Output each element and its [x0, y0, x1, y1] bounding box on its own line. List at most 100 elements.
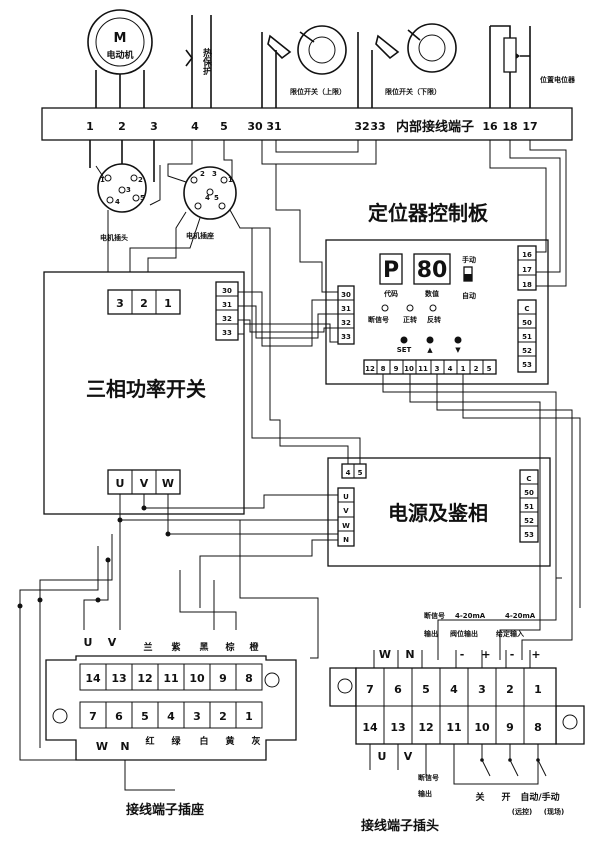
- controller-pin-53: 53: [522, 361, 532, 369]
- socket-label-w: W: [96, 740, 108, 753]
- controller-bottom-12: 12: [365, 365, 375, 373]
- terminal-5: 5: [220, 120, 228, 133]
- terminal-strip-label: 内部接线端子: [396, 119, 474, 135]
- value-label: 数值: [425, 289, 439, 298]
- plug-pin-6: 6: [394, 683, 402, 696]
- controller-bottom-2: 2: [474, 365, 479, 373]
- socket-pin-11: 11: [163, 672, 178, 685]
- plug-pin-12: 12: [418, 721, 433, 734]
- power-unit-pin-50: 50: [524, 489, 534, 497]
- switch-label-close: 关: [475, 791, 484, 803]
- socket-pin-4: 4: [167, 710, 175, 723]
- power-unit-pin-52: 52: [524, 517, 534, 525]
- controller-bottom-11: 11: [418, 365, 428, 373]
- terminal-31: 31: [266, 120, 281, 133]
- plug-pin-13: 13: [390, 721, 405, 734]
- power-switch-pin-1: 1: [164, 297, 172, 310]
- down-button[interactable]: [454, 336, 462, 344]
- power-phase-unit: 电源及鉴相 4 5 U V W N C 50 51 52 53: [327, 457, 551, 567]
- code-label: 代码: [383, 289, 398, 298]
- motor-symbol: M: [114, 31, 127, 46]
- socket-label-n: N: [120, 740, 129, 753]
- motor-socket-pin-3: 3: [212, 170, 217, 178]
- power-unit-pin-51: 51: [524, 503, 534, 511]
- plug-pin-11: 11: [446, 721, 461, 734]
- plug-pin-4: 4: [450, 683, 458, 696]
- controller-pin-c: C: [524, 305, 529, 313]
- plug-bottom-output: 输出: [418, 789, 432, 798]
- socket-pin-8: 8: [245, 672, 253, 685]
- switch-sub-remote: (远控): [512, 807, 532, 816]
- power-switch-side-33: 33: [222, 329, 232, 337]
- socket-color-blue: 兰: [143, 641, 152, 653]
- power-switch-side-31: 31: [222, 301, 232, 309]
- power-switch-out-w: W: [162, 477, 174, 490]
- limit-up-label: 限位开关（上限）: [290, 87, 346, 96]
- controller-pin-16: 16: [522, 251, 532, 259]
- power-unit-pin-u: U: [343, 493, 349, 501]
- motor-plug-pin-2: 2: [138, 176, 143, 184]
- led-forward: 正转: [403, 315, 417, 324]
- motor-socket: 2 3 1 4 5 电机插座: [95, 140, 271, 296]
- motor-label: 电动机: [106, 49, 133, 61]
- plug-sign-minus-1: -: [460, 648, 465, 661]
- plug-bottom-signal-loss: 断信号: [418, 773, 439, 782]
- set-button-label: SET: [397, 346, 412, 354]
- terminal-17: 17: [522, 120, 537, 133]
- motor-plug-pin-4: 4: [115, 198, 120, 206]
- limit-switch-down: 限位开关（下限）: [357, 23, 457, 108]
- plug-sign-plus-1: +: [481, 648, 490, 661]
- display-code: P: [383, 258, 399, 283]
- motor-socket-pin-4: 4: [205, 194, 210, 202]
- motor-socket-label: 电机插座: [186, 231, 214, 240]
- controller-pin-32: 32: [341, 319, 351, 327]
- socket-color-purple: 紫: [171, 641, 180, 653]
- switch-label-open: 开: [501, 792, 510, 803]
- plug-letter-w: W: [379, 648, 391, 661]
- socket-pin-14: 14: [85, 672, 101, 685]
- motor: M 电动机: [87, 9, 153, 108]
- socket-color-orange: 橙: [249, 641, 259, 653]
- controller-bottom-4: 4: [448, 365, 453, 373]
- plug-header-current-in: 4-20mA: [505, 612, 536, 620]
- power-unit-pin-v: V: [343, 507, 349, 515]
- motor-socket-pin-2: 2: [200, 170, 205, 178]
- position-sensor-label: 位置电位器: [540, 75, 576, 84]
- terminal-2: 2: [118, 120, 126, 133]
- controller-pin-52: 52: [522, 347, 532, 355]
- plug-pin-7: 7: [366, 683, 374, 696]
- socket-pin-9: 9: [219, 672, 227, 685]
- controller-pin-51: 51: [522, 333, 532, 341]
- motor-plug-pin-1: 1: [100, 176, 105, 184]
- power-switch-pin-2: 2: [140, 297, 148, 310]
- socket-pin-7: 7: [89, 710, 97, 723]
- plug-sign-plus-2: +: [531, 648, 540, 661]
- up-button[interactable]: [426, 336, 434, 344]
- controller-bottom-10: 10: [404, 365, 414, 373]
- motor-plug-pin-3: 3: [126, 186, 131, 194]
- motor-plug-pin-5: 5: [140, 194, 145, 202]
- plug-letter-u: U: [378, 750, 387, 763]
- socket-title: 接线端子插座: [126, 802, 204, 818]
- controller-pin-31: 31: [341, 305, 351, 313]
- controller-pin-50: 50: [522, 319, 532, 327]
- socket-pin-2: 2: [219, 710, 227, 723]
- terminal-32: 32: [354, 120, 369, 133]
- thermal-protector: 热保护: [185, 15, 213, 108]
- socket-color-green: 绿: [171, 735, 181, 747]
- controller-bottom-8: 8: [381, 365, 386, 373]
- plug-pin-3: 3: [478, 683, 486, 696]
- socket-color-white: 白: [199, 735, 208, 747]
- internal-terminal-strip: 1 2 3 4 5 30 31 32 33 内部接线端子 16 18 17: [41, 107, 573, 141]
- socket-label-v: V: [108, 636, 117, 649]
- switch-label-auto-manual: 自动/手动: [520, 791, 559, 803]
- socket-pin-13: 13: [111, 672, 126, 685]
- power-unit-pin-5: 5: [358, 469, 363, 477]
- set-button[interactable]: [400, 336, 408, 344]
- manual-label: 手动: [462, 255, 476, 264]
- terminal-4: 4: [191, 120, 199, 133]
- limit-down-label: 限位开关（下限）: [385, 87, 441, 96]
- three-phase-power-switch: 三相功率开关 3 2 1 30 31 32 33 U V W: [43, 271, 245, 515]
- plug-letter-v: V: [404, 750, 413, 763]
- switch-sub-local: (现场): [544, 807, 564, 816]
